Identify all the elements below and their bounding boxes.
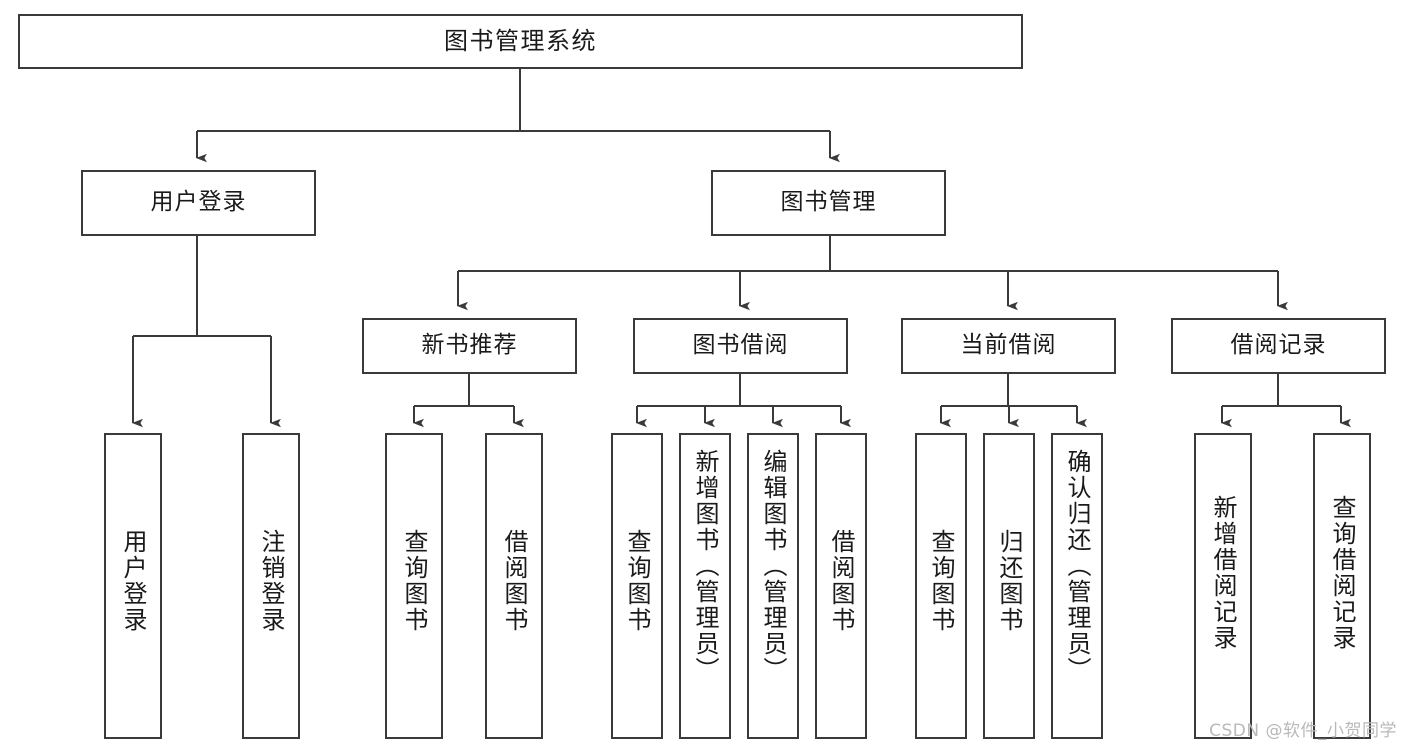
node-label: 新增借阅记录 (1209, 495, 1237, 651)
node-label: 借阅图书 (500, 529, 528, 633)
node-label: 确认归还（管理员） (1063, 449, 1091, 683)
leaf-record-add-record[interactable]: 新增借阅记录 (1194, 433, 1252, 739)
leaf-borrow-query-book[interactable]: 查询图书 (611, 433, 663, 739)
node-label: 图书管理系统 (444, 27, 597, 56)
node-book-management[interactable]: 图书管理 (711, 170, 946, 236)
leaf-record-query-record[interactable]: 查询借阅记录 (1313, 433, 1371, 739)
leaf-user-login-login[interactable]: 用户登录 (104, 433, 162, 739)
node-root-system[interactable]: 图书管理系统 (18, 14, 1023, 69)
node-label: 用户登录 (119, 529, 147, 633)
leaf-borrow-edit-book-admin[interactable]: 编辑图书（管理员） (747, 433, 799, 739)
node-book-borrow[interactable]: 图书借阅 (633, 318, 848, 374)
node-label: 查询借阅记录 (1328, 495, 1356, 651)
node-label: 借阅记录 (1230, 332, 1327, 359)
node-label: 编辑图书（管理员） (759, 449, 787, 683)
node-current-borrow[interactable]: 当前借阅 (901, 318, 1116, 374)
node-label: 用户登录 (150, 189, 247, 216)
leaf-borrow-add-book-admin[interactable]: 新增图书（管理员） (679, 433, 731, 739)
leaf-current-confirm-return-admin[interactable]: 确认归还（管理员） (1051, 433, 1103, 739)
node-label: 查询图书 (927, 529, 955, 633)
node-label: 新书推荐 (421, 332, 518, 359)
node-label: 归还图书 (995, 529, 1023, 633)
csdn-watermark: CSDN @软件_小贺同学 (1209, 721, 1397, 741)
node-borrow-record[interactable]: 借阅记录 (1171, 318, 1386, 374)
leaf-recommend-query-book[interactable]: 查询图书 (385, 433, 443, 739)
node-label: 借阅图书 (827, 529, 855, 633)
leaf-current-return-book[interactable]: 归还图书 (983, 433, 1035, 739)
node-label: 查询图书 (400, 529, 428, 633)
node-label: 图书借阅 (692, 332, 789, 359)
leaf-borrow-borrow-book[interactable]: 借阅图书 (815, 433, 867, 739)
leaf-recommend-borrow-book[interactable]: 借阅图书 (485, 433, 543, 739)
leaf-current-query-book[interactable]: 查询图书 (915, 433, 967, 739)
node-label: 注销登录 (257, 529, 285, 633)
node-new-book-recommend[interactable]: 新书推荐 (362, 318, 577, 374)
node-label: 当前借阅 (960, 332, 1057, 359)
node-label: 查询图书 (623, 529, 651, 633)
node-label: 新增图书（管理员） (691, 449, 719, 683)
node-user-login[interactable]: 用户登录 (81, 170, 316, 236)
node-label: 图书管理 (780, 189, 877, 216)
leaf-user-login-logout[interactable]: 注销登录 (242, 433, 300, 739)
